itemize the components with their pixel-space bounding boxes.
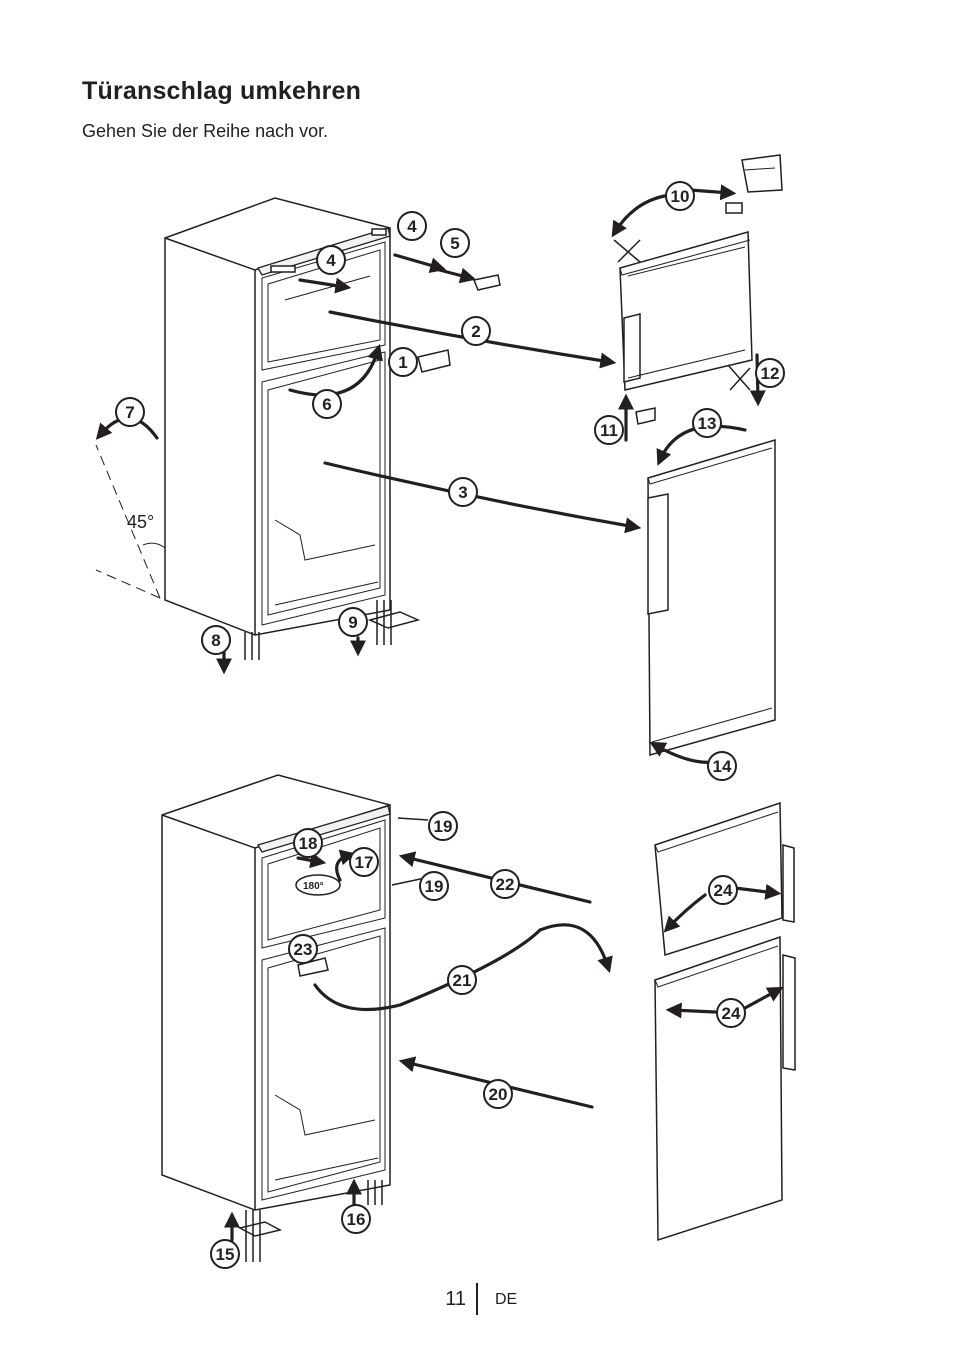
step-4b: 4 bbox=[326, 251, 336, 270]
step-1: 1 bbox=[398, 353, 407, 372]
step-23: 23 bbox=[294, 940, 313, 959]
step-11: 11 bbox=[600, 421, 618, 440]
page-title: Türanschlag umkehren bbox=[82, 77, 362, 105]
step-2: 2 bbox=[471, 322, 480, 341]
step-5: 5 bbox=[450, 234, 459, 253]
step-15: 15 bbox=[216, 1245, 235, 1264]
step-24b: 24 bbox=[722, 1004, 741, 1023]
freezer-door-top bbox=[619, 231, 753, 391]
rotation-label: 180° bbox=[303, 881, 324, 892]
step-21: 21 bbox=[453, 971, 472, 990]
step-8: 8 bbox=[211, 631, 220, 650]
page-number: 11 bbox=[445, 1288, 466, 1310]
angle-label: 45° bbox=[127, 512, 154, 532]
hinge-parts-top bbox=[244, 274, 501, 660]
angle-guide: 45° bbox=[95, 444, 166, 599]
step-3: 3 bbox=[458, 483, 467, 502]
step-10: 10 bbox=[671, 187, 690, 206]
step-24a: 24 bbox=[714, 881, 733, 900]
fridge-door-top bbox=[647, 438, 776, 756]
step-20: 20 bbox=[489, 1085, 508, 1104]
step-13: 13 bbox=[698, 414, 717, 433]
step-9: 9 bbox=[348, 613, 357, 632]
step-markers: 1 2 3 4 4 5 6 7 8 9 10 11 12 13 14 15 16 bbox=[115, 181, 785, 1269]
step-22: 22 bbox=[496, 875, 515, 894]
step-19b: 19 bbox=[425, 877, 444, 896]
step-4a: 4 bbox=[407, 217, 417, 236]
parts-bag-icon bbox=[741, 154, 783, 193]
step-7: 7 bbox=[125, 403, 134, 422]
fridge-body-bottom: 180° bbox=[161, 774, 391, 1211]
step-6: 6 bbox=[322, 395, 331, 414]
step-12: 12 bbox=[761, 364, 780, 383]
language-code: DE bbox=[495, 1291, 518, 1308]
step-14: 14 bbox=[713, 757, 732, 776]
footer-divider bbox=[476, 1283, 478, 1315]
step-16: 16 bbox=[347, 1210, 366, 1229]
step-17: 17 bbox=[355, 853, 374, 872]
page-subtitle: Gehen Sie der Reihe nach vor. bbox=[82, 121, 329, 141]
step-19a: 19 bbox=[434, 817, 453, 836]
fridge-body-top bbox=[164, 197, 391, 636]
step-18: 18 bbox=[299, 834, 318, 853]
fridge-door-bottom bbox=[654, 935, 796, 1242]
